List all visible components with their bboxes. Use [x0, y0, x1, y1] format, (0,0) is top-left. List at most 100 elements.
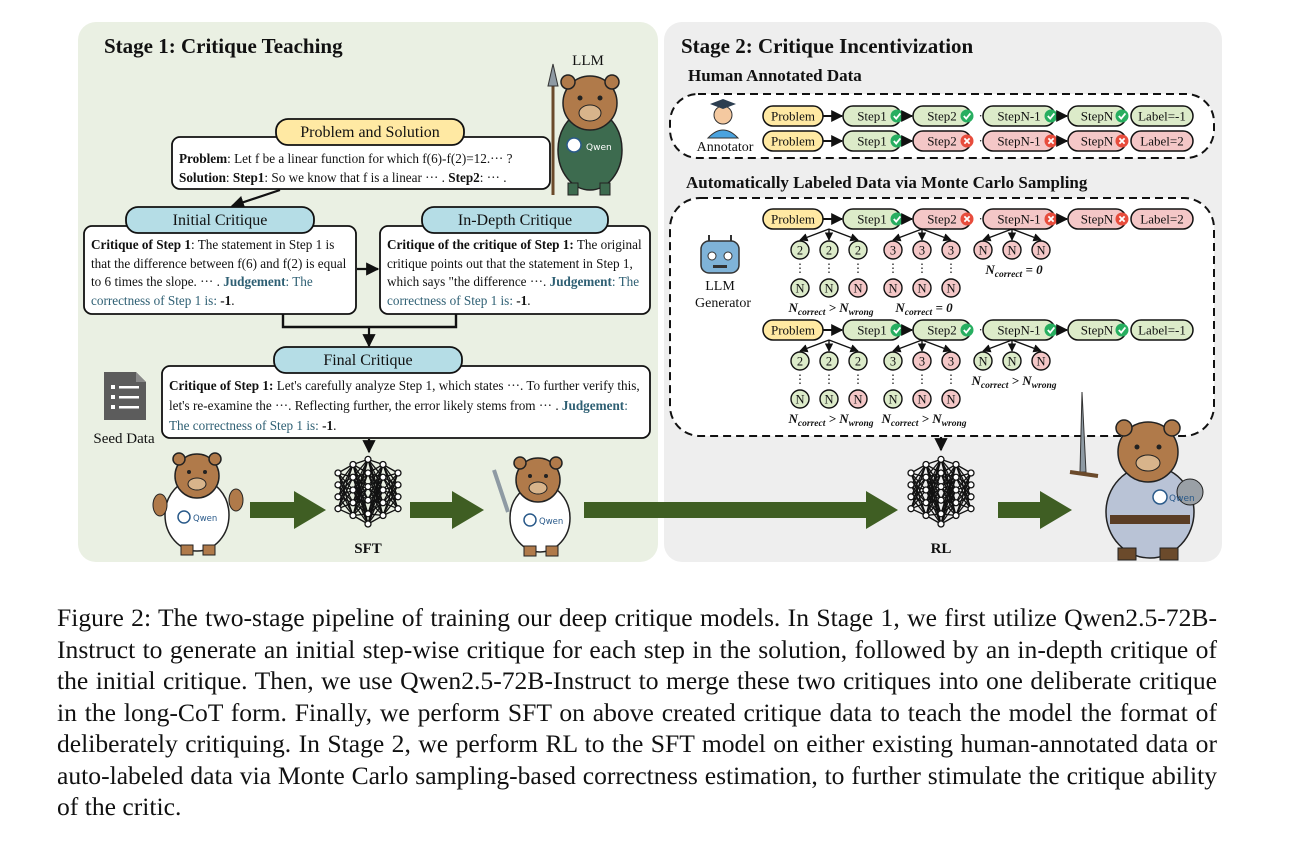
- auto-row-1-rollout-node: [1002, 240, 1022, 260]
- note-rel: = 0: [932, 300, 953, 315]
- auto-row-2-final-node: [819, 389, 839, 409]
- problem-line: Problem: Let f be a linear function for …: [179, 149, 512, 169]
- note-main: N: [894, 300, 905, 315]
- network-node: [952, 460, 960, 469]
- network-edge: [925, 459, 942, 516]
- human-rows: ProblemStep1Step2···StepN-1StepNLabel=-1…: [762, 105, 1194, 152]
- network-node: [922, 499, 930, 507]
- initial-judgement-label: Judgement: [223, 274, 286, 289]
- auto-row-2-rollout-node: [1002, 351, 1022, 371]
- check-mark: [963, 326, 972, 334]
- auto-row-1-vellipsis: ⋮: [887, 261, 899, 275]
- auto-row-1-step-4-label: StepN: [1081, 212, 1114, 227]
- network-node: [922, 473, 930, 481]
- network-node: [937, 520, 945, 528]
- auto-row-2-final-node: [790, 389, 810, 409]
- llm-label: LLM: [572, 53, 604, 69]
- check-mark: [893, 137, 902, 145]
- stage1-title: Stage 1: Critique Teaching: [104, 34, 343, 58]
- network-edge: [940, 502, 957, 525]
- auto-row-1-vellipsis: ⋮: [852, 261, 864, 275]
- sft-label: SFT: [354, 541, 382, 557]
- auto-row-2-estimate-note: Ncorrect > Nwrong: [788, 411, 874, 429]
- auto-row-2-vellipsis: ⋮: [945, 372, 957, 386]
- network-node: [937, 455, 945, 464]
- final-judgement-end: .: [333, 418, 337, 433]
- auto-row-2-vellipsis: ⋮: [852, 372, 864, 386]
- network-node: [349, 473, 357, 481]
- note-main: N: [788, 300, 799, 315]
- network-node: [937, 482, 945, 491]
- sft-qwen-badge: Qwen: [539, 517, 563, 527]
- human-section-title: Human Annotated Data: [688, 66, 862, 85]
- auto-row-2-final-node-label: N: [946, 393, 955, 407]
- human-row-1-label: [1130, 105, 1194, 127]
- check-icon: [890, 323, 904, 337]
- network-edge: [940, 464, 957, 487]
- human-row-1-problem-label: Problem: [771, 109, 815, 124]
- network-edge: [382, 484, 399, 516]
- note-main: N: [971, 373, 982, 388]
- auto-row-1-branch: [892, 228, 923, 242]
- llm-generator-label-2: Generator: [695, 296, 751, 311]
- auto-row-1-final-node: [883, 278, 903, 298]
- network-edge: [352, 459, 369, 516]
- initial-critique-header-label: Initial Critique: [173, 212, 268, 229]
- auto-row-2-branch: [828, 339, 859, 353]
- note-rel: >: [825, 411, 839, 426]
- note-rel: = 0: [1022, 262, 1043, 277]
- network-node: [937, 469, 945, 477]
- auto-row-1-final-node: [941, 278, 961, 298]
- auto-row-1-rollout-node: [790, 240, 810, 260]
- network-edge: [940, 489, 957, 525]
- network-node: [379, 511, 387, 520]
- network-node: [349, 499, 357, 507]
- check-icon: [1115, 109, 1129, 123]
- auto-row-1-rollout-node-label: 3: [890, 244, 896, 258]
- network-node: [394, 493, 402, 501]
- network-node: [334, 481, 342, 489]
- auto-row-2-rollout-node-label: N: [978, 355, 987, 369]
- seed-data-label: Seed Data: [93, 431, 155, 447]
- final-critique-header: [273, 346, 463, 374]
- auto-rows: ProblemStep1Step2···StepN-1StepNLabel=22…: [762, 208, 1194, 429]
- note-main2: N: [838, 300, 849, 315]
- network-edge: [352, 458, 369, 478]
- auto-row-1-estimate-note: Ncorrect > Nwrong: [788, 300, 874, 318]
- network-node: [364, 520, 372, 528]
- indepth-judgement-text: : The correctness of Step 1 is:: [387, 274, 640, 308]
- network-edge: [382, 472, 399, 516]
- auto-row-1-final-node-label: N: [824, 282, 833, 296]
- pipeline-figure: Stage 1: Critique Teaching Stage 2: Crit…: [78, 22, 1222, 562]
- note-sub2: wrong: [849, 419, 874, 429]
- network-node: [334, 469, 342, 477]
- indepth-judgement-label: Judgement: [549, 274, 612, 289]
- auto-row-2-rollout-node-label: 2: [797, 355, 803, 369]
- note-sub: correct: [798, 419, 826, 429]
- auto-row-1-rollout-node: [848, 240, 868, 260]
- auto-row-2-rollout-node-label: N: [1036, 355, 1045, 369]
- network-node: [364, 469, 372, 477]
- arrow-ps-to-initial: [230, 188, 281, 209]
- note-rel: >: [825, 300, 839, 315]
- check-mark: [1118, 326, 1127, 334]
- auto-row-1-rollout-node-label: 2: [855, 244, 861, 258]
- cross-mark: [963, 215, 971, 223]
- figure-caption: Figure 2: The two-stage pipeline of trai…: [57, 603, 1217, 821]
- note-main: N: [788, 411, 799, 426]
- auto-row-2-final-node-label: N: [853, 393, 862, 407]
- llm-mascot-icon: Qwen: [547, 63, 623, 196]
- problem-solution-header-label: Problem and Solution: [300, 124, 440, 141]
- network-node: [967, 493, 975, 501]
- network-node: [907, 481, 915, 489]
- network-edge: [925, 472, 942, 516]
- solution-label: Solution: [179, 170, 226, 185]
- human-row-2-problem-label: Problem: [771, 134, 815, 149]
- llm-generator-label-1: LLM: [705, 279, 735, 294]
- network-edge: [352, 472, 369, 516]
- check-icon: [890, 212, 904, 226]
- note-main2: N: [931, 411, 942, 426]
- cross-mark: [1047, 137, 1055, 145]
- auto-row-2-step-1-label: Step1: [857, 323, 887, 338]
- network-edge: [367, 464, 384, 501]
